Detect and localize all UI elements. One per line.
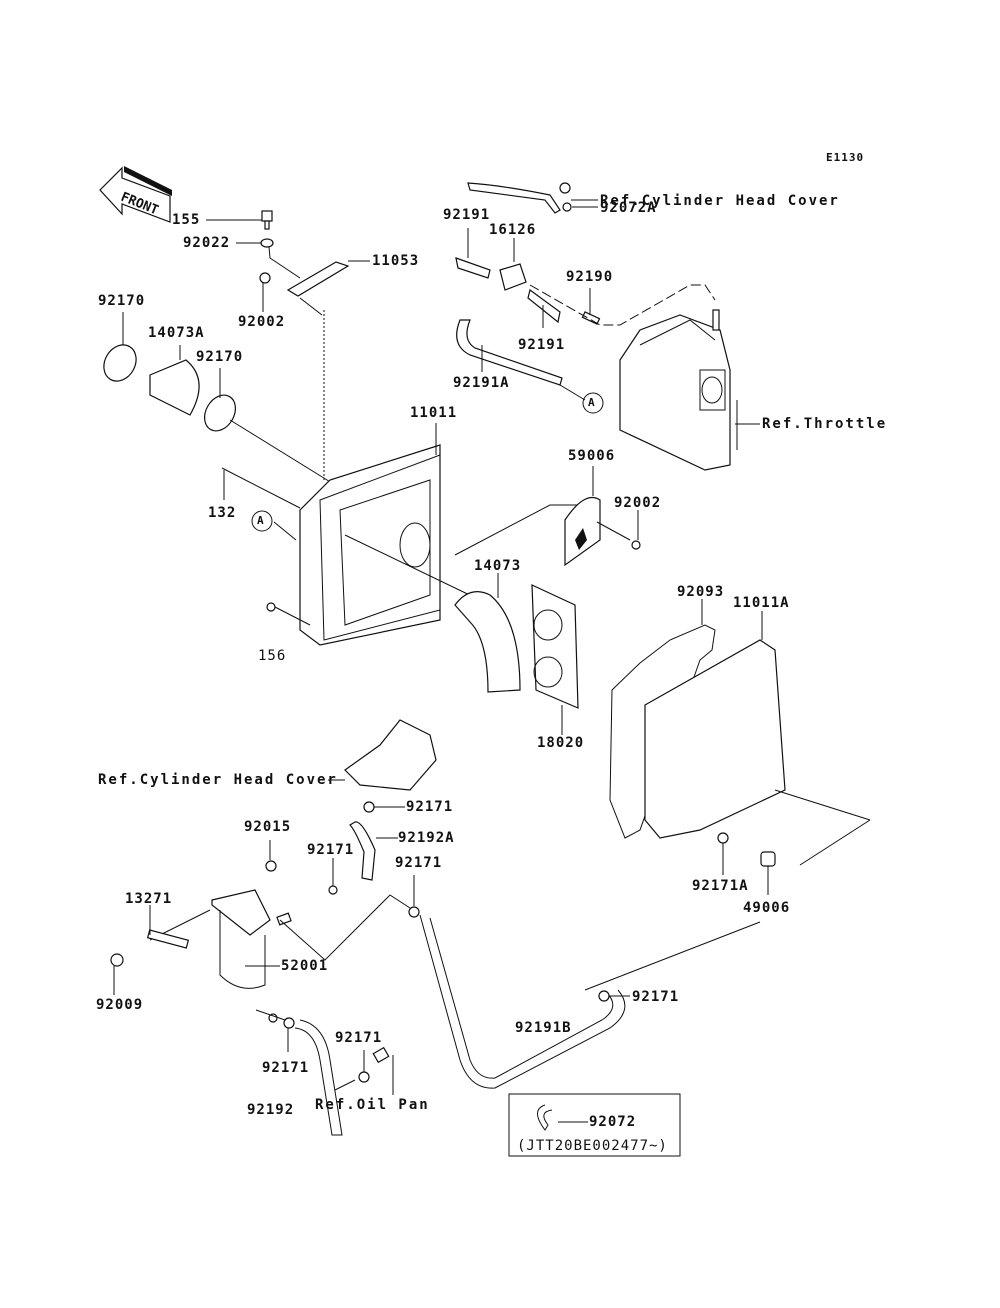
hose-92191A	[456, 319, 563, 386]
label-92093[interactable]: 92093	[677, 584, 725, 600]
label-92171[interactable]: 92171	[406, 799, 454, 815]
clamp-92170	[103, 344, 137, 382]
bracket-11053	[286, 261, 350, 297]
label-59006[interactable]: 59006	[568, 448, 616, 464]
label-92192[interactable]: 92192	[247, 1102, 295, 1118]
label-52001[interactable]: 52001	[281, 958, 329, 974]
tank-52001	[219, 910, 266, 989]
grommet-49006	[760, 851, 776, 867]
label-11011[interactable]: 11011	[410, 405, 458, 421]
hose-92191B	[419, 914, 626, 1089]
label-92191A[interactable]: 92191A	[453, 375, 510, 391]
label-92171A[interactable]: 92171A	[692, 878, 749, 894]
bolt-155	[261, 210, 273, 230]
label-11053[interactable]: 11053	[372, 253, 420, 269]
valve-16126	[499, 263, 527, 291]
label-92170-b[interactable]: 92170	[196, 349, 244, 365]
bolt-92002-b	[631, 540, 641, 550]
hose-92192A	[349, 821, 376, 881]
label-92171-f[interactable]: 92171	[335, 1030, 383, 1046]
label-49006[interactable]: 49006	[743, 900, 791, 916]
label-14073A[interactable]: 14073A	[148, 325, 205, 341]
hose-92072A-assembly	[467, 182, 561, 214]
hose-92191	[455, 257, 491, 279]
label-92009[interactable]: 92009	[96, 997, 144, 1013]
label-92191-b[interactable]: 92191	[518, 337, 566, 353]
label-ref-cylinder-head-cover[interactable]: Ref.Cylinder Head Cover	[600, 193, 840, 209]
ref-a-circle	[251, 510, 273, 532]
label-92192A[interactable]: 92192A	[398, 830, 455, 846]
label-92171-d[interactable]: 92171	[262, 1060, 310, 1076]
label-92015[interactable]: 92015	[244, 819, 292, 835]
label-92002-b[interactable]: 92002	[614, 495, 662, 511]
cover-11011A	[644, 639, 786, 839]
gasket-92093	[609, 624, 716, 839]
bolt-92002	[259, 272, 271, 284]
front-arrow-icon: FRONT	[99, 166, 172, 223]
label-92191[interactable]: 92191	[443, 207, 491, 223]
label-92170[interactable]: 92170	[98, 293, 146, 309]
label-11011A[interactable]: 11011A	[733, 595, 790, 611]
throttle-body	[619, 309, 731, 471]
label-92171-e[interactable]: 92171	[632, 989, 680, 1005]
label-13271[interactable]: 13271	[125, 891, 173, 907]
diagram-code: E1130	[826, 151, 865, 164]
screw-92009	[110, 953, 124, 967]
funnel-plate-18020	[531, 584, 579, 709]
label-ref-a: A	[257, 514, 265, 527]
label-156[interactable]: 156	[258, 648, 287, 664]
label-16126[interactable]: 16126	[489, 222, 537, 238]
label-92072[interactable]: 92072	[589, 1114, 637, 1130]
label-ref-throttle[interactable]: Ref.Throttle	[762, 416, 888, 432]
label-92171-c[interactable]: 92171	[395, 855, 443, 871]
duct-14073A	[149, 359, 200, 416]
washer-92022	[260, 238, 274, 248]
label-ref-cylinder-head-cover-2[interactable]: Ref.Cylinder Head Cover	[98, 772, 338, 788]
hose-92191-b	[527, 288, 561, 324]
air-box-11011	[299, 444, 441, 646]
label-ref-a-2: A	[588, 396, 596, 409]
label-92171-b[interactable]: 92171	[307, 842, 355, 858]
label-132[interactable]: 132	[208, 505, 237, 521]
label-ref-oil-pan[interactable]: Ref.Oil Pan	[315, 1097, 430, 1113]
label-18020[interactable]: 18020	[537, 735, 585, 751]
label-92190[interactable]: 92190	[566, 269, 614, 285]
label-14073[interactable]: 14073	[474, 558, 522, 574]
label-92002[interactable]: 92002	[238, 314, 286, 330]
label-92022[interactable]: 92022	[183, 235, 231, 251]
cylinder-head-cover-ref	[344, 719, 437, 791]
clamp-92072	[537, 1104, 553, 1131]
bracket-52001	[211, 889, 271, 936]
label-92072A[interactable]: 92072A	[600, 200, 657, 216]
strap-13271	[146, 929, 190, 949]
ref-a-circle-2	[582, 392, 604, 414]
hose-92192	[294, 1019, 343, 1136]
clip-92171A	[717, 832, 729, 844]
serial-box	[508, 1093, 681, 1157]
duct-14073	[454, 591, 521, 693]
label-155[interactable]: 155	[172, 212, 201, 228]
label-92191B[interactable]: 92191B	[515, 1020, 572, 1036]
label-serial-range: (JTT20BE002477~)	[517, 1138, 668, 1154]
clamp-92170-b	[203, 394, 237, 432]
